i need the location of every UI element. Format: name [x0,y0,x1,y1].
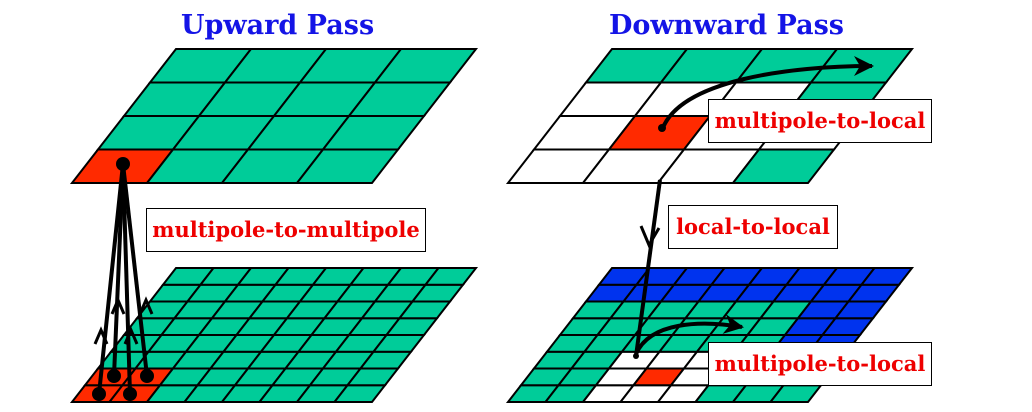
m2m-arrowhead [138,296,154,315]
m2l-bottom-target-dot [633,353,639,359]
m2l-bottom-arrow [634,314,744,355]
m2m-arrow-line [97,163,125,395]
l2l-label: local-to-local [668,205,838,249]
m2l-bottom-label: multipole-to-local [708,342,932,386]
upward-bottom-grid-cell [423,267,479,286]
downward-bottom-grid-cell [859,267,915,286]
m2m-arrow-line [112,163,125,377]
m2m-arrow-line [121,163,132,395]
child-node-dot [92,387,106,401]
m2m-label: multipole-to-multipole [146,208,426,252]
m2l-top-target-dot [658,124,666,132]
m2m-arrowhead [110,296,126,315]
child-node-dot [107,369,121,383]
upward-top-grid-cell [372,48,479,84]
m2m-arrow-line [121,163,149,377]
child-node-dot [123,387,137,401]
downward-pass-title: Downward Pass [609,10,845,41]
m2m-arrowhead [123,326,139,345]
upward-pass-title: Upward Pass [181,10,375,41]
l2l-arrow-line [634,179,662,357]
child-node-dot [140,369,154,383]
l2l-arrowhead [639,225,661,249]
parent-node-dot [116,157,130,171]
m2m-arrowhead [93,326,109,345]
m2l-top-arrow [660,56,874,131]
m2l-top-label: multipole-to-local [708,99,932,143]
